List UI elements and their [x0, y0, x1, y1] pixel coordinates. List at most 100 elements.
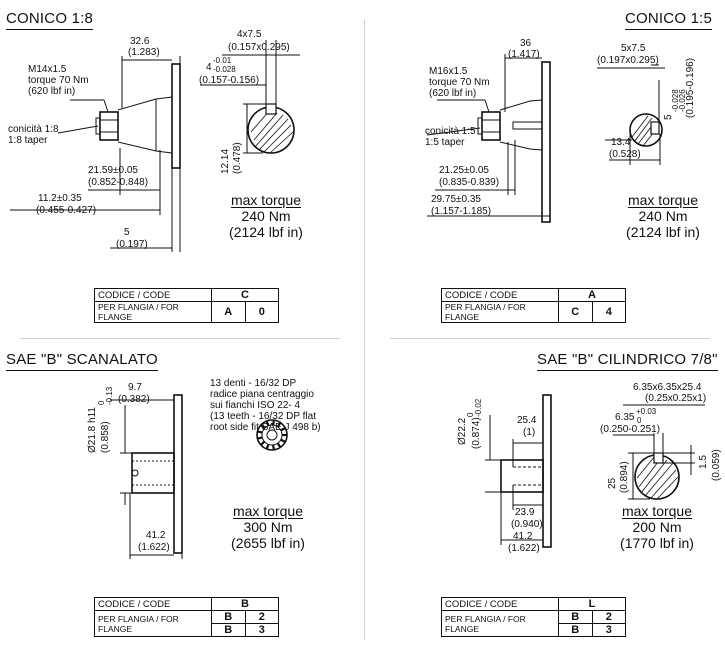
- spline-spec-line: radice piana centraggio: [210, 389, 314, 400]
- dim-label: (1.283): [128, 47, 160, 58]
- code-table: CODICE / CODE B PER FLANGIA / FOR FLANGE…: [94, 597, 279, 637]
- max-torque-value-imperial: (1770 lbf in): [620, 535, 694, 551]
- code-label: CODICE / CODE: [94, 597, 212, 611]
- spline-tooth: [265, 443, 270, 450]
- code-label: CODICE / CODE: [441, 288, 559, 302]
- flange-value: 2: [591, 610, 626, 624]
- flange-value: 4: [591, 301, 626, 323]
- max-torque-block: max torque 240 Nm (2124 lbf in): [603, 192, 723, 240]
- panel-title: CONICO 1:8: [6, 10, 94, 30]
- spline-tooth: [265, 420, 270, 427]
- panel-title: SAE "B" SCANALATO: [6, 351, 158, 371]
- conico-1-8-drawing: [10, 40, 300, 252]
- tolerance-label: -0.01: [213, 56, 232, 65]
- code-table: CODICE / CODE C PER FLANGIA / FOR FLANGE…: [94, 288, 279, 323]
- flange-label: PER FLANGIA / FOR FLANGE: [94, 610, 212, 637]
- tolerance-label: -0.02: [474, 398, 483, 417]
- dim-label: 25: [607, 477, 618, 489]
- max-torque-value: 200 Nm: [632, 519, 682, 535]
- dim-label: (0.478): [232, 142, 243, 174]
- spline-tooth: [280, 438, 286, 443]
- flange-value: B: [558, 623, 593, 637]
- thread-label: M16x1.5: [429, 66, 468, 77]
- flange-value: 2: [244, 610, 279, 624]
- thread-label: M14x1.5: [28, 64, 67, 75]
- max-torque-value: 240 Nm: [638, 208, 688, 224]
- max-torque-value-imperial: (2655 lbf in): [231, 535, 305, 551]
- dim-label: (0.894): [619, 461, 630, 493]
- taper-label: 1:8 taper: [8, 135, 48, 146]
- max-torque-heading: max torque: [621, 503, 693, 519]
- dim-label: (0.874): [471, 417, 482, 449]
- dim-label: (1.417): [508, 49, 540, 60]
- conico-1-5-drawing: [426, 54, 665, 223]
- spline-tooth: [272, 444, 275, 451]
- torque-label: (620 lbf in): [28, 86, 76, 97]
- torque-label: torque 70 Nm: [429, 77, 490, 88]
- flange-value: 0: [244, 301, 279, 323]
- code-table: CODICE / CODE A PER FLANGIA / FOR FLANGE…: [441, 288, 626, 323]
- dim-label: 5: [663, 114, 674, 120]
- dim-label: (0.195-0.196): [685, 57, 696, 118]
- spline-spec-line: sui fianchi ISO 22- 4: [210, 400, 301, 411]
- max-torque-value: 300 Nm: [243, 519, 293, 535]
- spline-tooth: [280, 427, 286, 432]
- dim-label: 6.35: [615, 412, 635, 423]
- dim-label: 6.35x6.35x25.4: [633, 382, 702, 393]
- torque-label: (620 lbf in): [429, 88, 477, 99]
- dim-label: 21.25±0.05: [439, 165, 489, 176]
- spline-tooth: [260, 424, 266, 430]
- flange-value: B: [558, 610, 593, 624]
- flange-label: PER FLANGIA / FOR FLANGE: [94, 301, 212, 323]
- spline-tooth: [272, 419, 275, 426]
- sae-b-cylindrical-drawing: [485, 394, 705, 548]
- dim-label: (0.835-0.839): [439, 177, 500, 188]
- dim-label: 4x7.5: [237, 29, 262, 40]
- tolerance-label: +0.03: [636, 407, 657, 416]
- dim-label: 1.5: [698, 455, 709, 469]
- panel-sae-b-scanalato: SAE "B" SCANALATO Ø21.8 h11 0 -0.13: [0, 345, 360, 656]
- code-value: L: [558, 597, 626, 611]
- dim-label: (1): [523, 427, 536, 438]
- code-label: CODICE / CODE: [94, 288, 212, 302]
- max-torque-heading: max torque: [232, 503, 304, 519]
- dim-label: 32.6: [130, 36, 150, 47]
- dim-label: (0.250-0.251): [600, 424, 661, 435]
- dim-label: 29.75±0.35: [431, 194, 481, 205]
- taper-label: conicità 1:8: [8, 124, 59, 135]
- dim-label: Ø21.8 h11: [87, 407, 98, 453]
- panel-title: SAE "B" CILINDRICO 7/8": [537, 351, 718, 371]
- spline-spec-line: root side fit SAE J 498 b): [210, 422, 321, 433]
- torque-label: torque 70 Nm: [28, 75, 89, 86]
- dim-label: (0.059): [711, 449, 722, 481]
- dim-label: (0.852-0.848): [88, 177, 149, 188]
- max-torque-heading: max torque: [230, 192, 302, 208]
- dim-label: (0.940): [511, 519, 543, 530]
- dim-label: 11.2±0.35: [38, 193, 82, 204]
- spline-tooth: [260, 440, 266, 446]
- max-torque-block: max torque 300 Nm (2655 lbf in): [208, 503, 328, 551]
- horizontal-divider-right: [390, 338, 710, 339]
- spline-tooth: [257, 430, 263, 434]
- dim-label: 13.4: [611, 137, 631, 148]
- dim-label: 41.2: [513, 531, 533, 542]
- spline-tooth: [257, 436, 263, 440]
- flange-value: C: [558, 301, 593, 323]
- code-label: CODICE / CODE: [441, 597, 559, 611]
- panel-title: CONICO 1:5: [625, 10, 713, 30]
- dim-label: (0.528): [609, 149, 641, 160]
- max-torque-value: 240 Nm: [241, 208, 291, 224]
- code-table: CODICE / CODE L PER FLANGIA / FOR FLANGE…: [441, 597, 626, 637]
- sae-b-spline-drawing: [110, 394, 288, 559]
- flange-value: B: [211, 610, 246, 624]
- dim-label: 36: [520, 38, 532, 49]
- flange-label: PER FLANGIA / FOR FLANGE: [441, 301, 559, 323]
- dim-label: (0.858): [100, 421, 111, 453]
- flange-label: PER FLANGIA / FOR FLANGE: [441, 610, 559, 637]
- tolerance-label: 0: [637, 416, 642, 425]
- panel-sae-b-cilindrico: SAE "B" CILINDRICO 7/8": [365, 345, 725, 656]
- dim-label: 5: [124, 227, 130, 238]
- flange-value: B: [211, 623, 246, 637]
- panel-conico-1-8: CONICO 1:8: [0, 0, 360, 330]
